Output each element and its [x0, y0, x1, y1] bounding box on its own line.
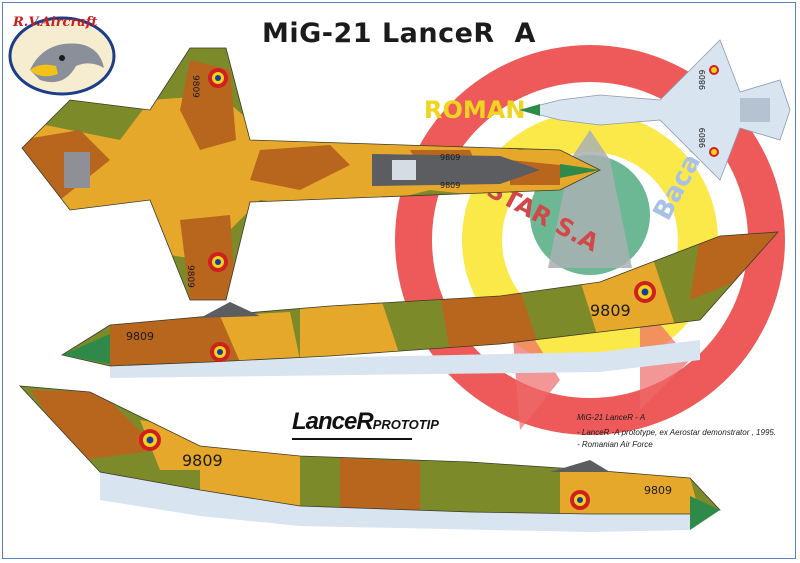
prototip-logo-text: PROTOTIP	[372, 417, 439, 432]
rv-aircraft-logo	[8, 16, 116, 96]
notes-line: - Romanian Air Force	[577, 440, 653, 449]
top-view-serial-lower: 9809	[185, 265, 195, 288]
lancer-logo-underline	[292, 438, 412, 440]
badge-text-top: ROMAN	[424, 96, 525, 124]
lancer-prototip-logo: LanceRPROTOTIP	[292, 408, 439, 436]
top-view-serial-upper: 9809	[190, 75, 200, 98]
side-view-right-serial-nose: 9809	[644, 484, 672, 497]
side-view-left-serial-nose: 9809	[126, 330, 154, 343]
page-title: MiG-21 LanceR A	[262, 18, 536, 49]
notes-title: MiG-21 LanceR - A	[577, 413, 646, 422]
side-view-right-serial-tail: 9809	[182, 451, 223, 470]
notes-line: - LanceR -A prototype, ex Aerostar demon…	[577, 428, 777, 437]
lancer-logo-text: LanceR	[292, 408, 374, 435]
side-view-left-serial-tail: 9809	[590, 301, 631, 320]
rv-aircraft-logo-text: R.V.Aircraft	[12, 15, 97, 30]
aircraft-underside-view	[519, 39, 791, 181]
underside-serial-lower: 9809	[698, 128, 707, 148]
top-view-serial-nose-lower: 9809	[440, 181, 460, 190]
aircraft-notes: MiG-21 LanceR - A - LanceR -A prototype,…	[577, 412, 776, 451]
underside-serial-upper: 9809	[698, 70, 707, 90]
top-view-serial-nose-upper: 9809	[440, 153, 460, 162]
